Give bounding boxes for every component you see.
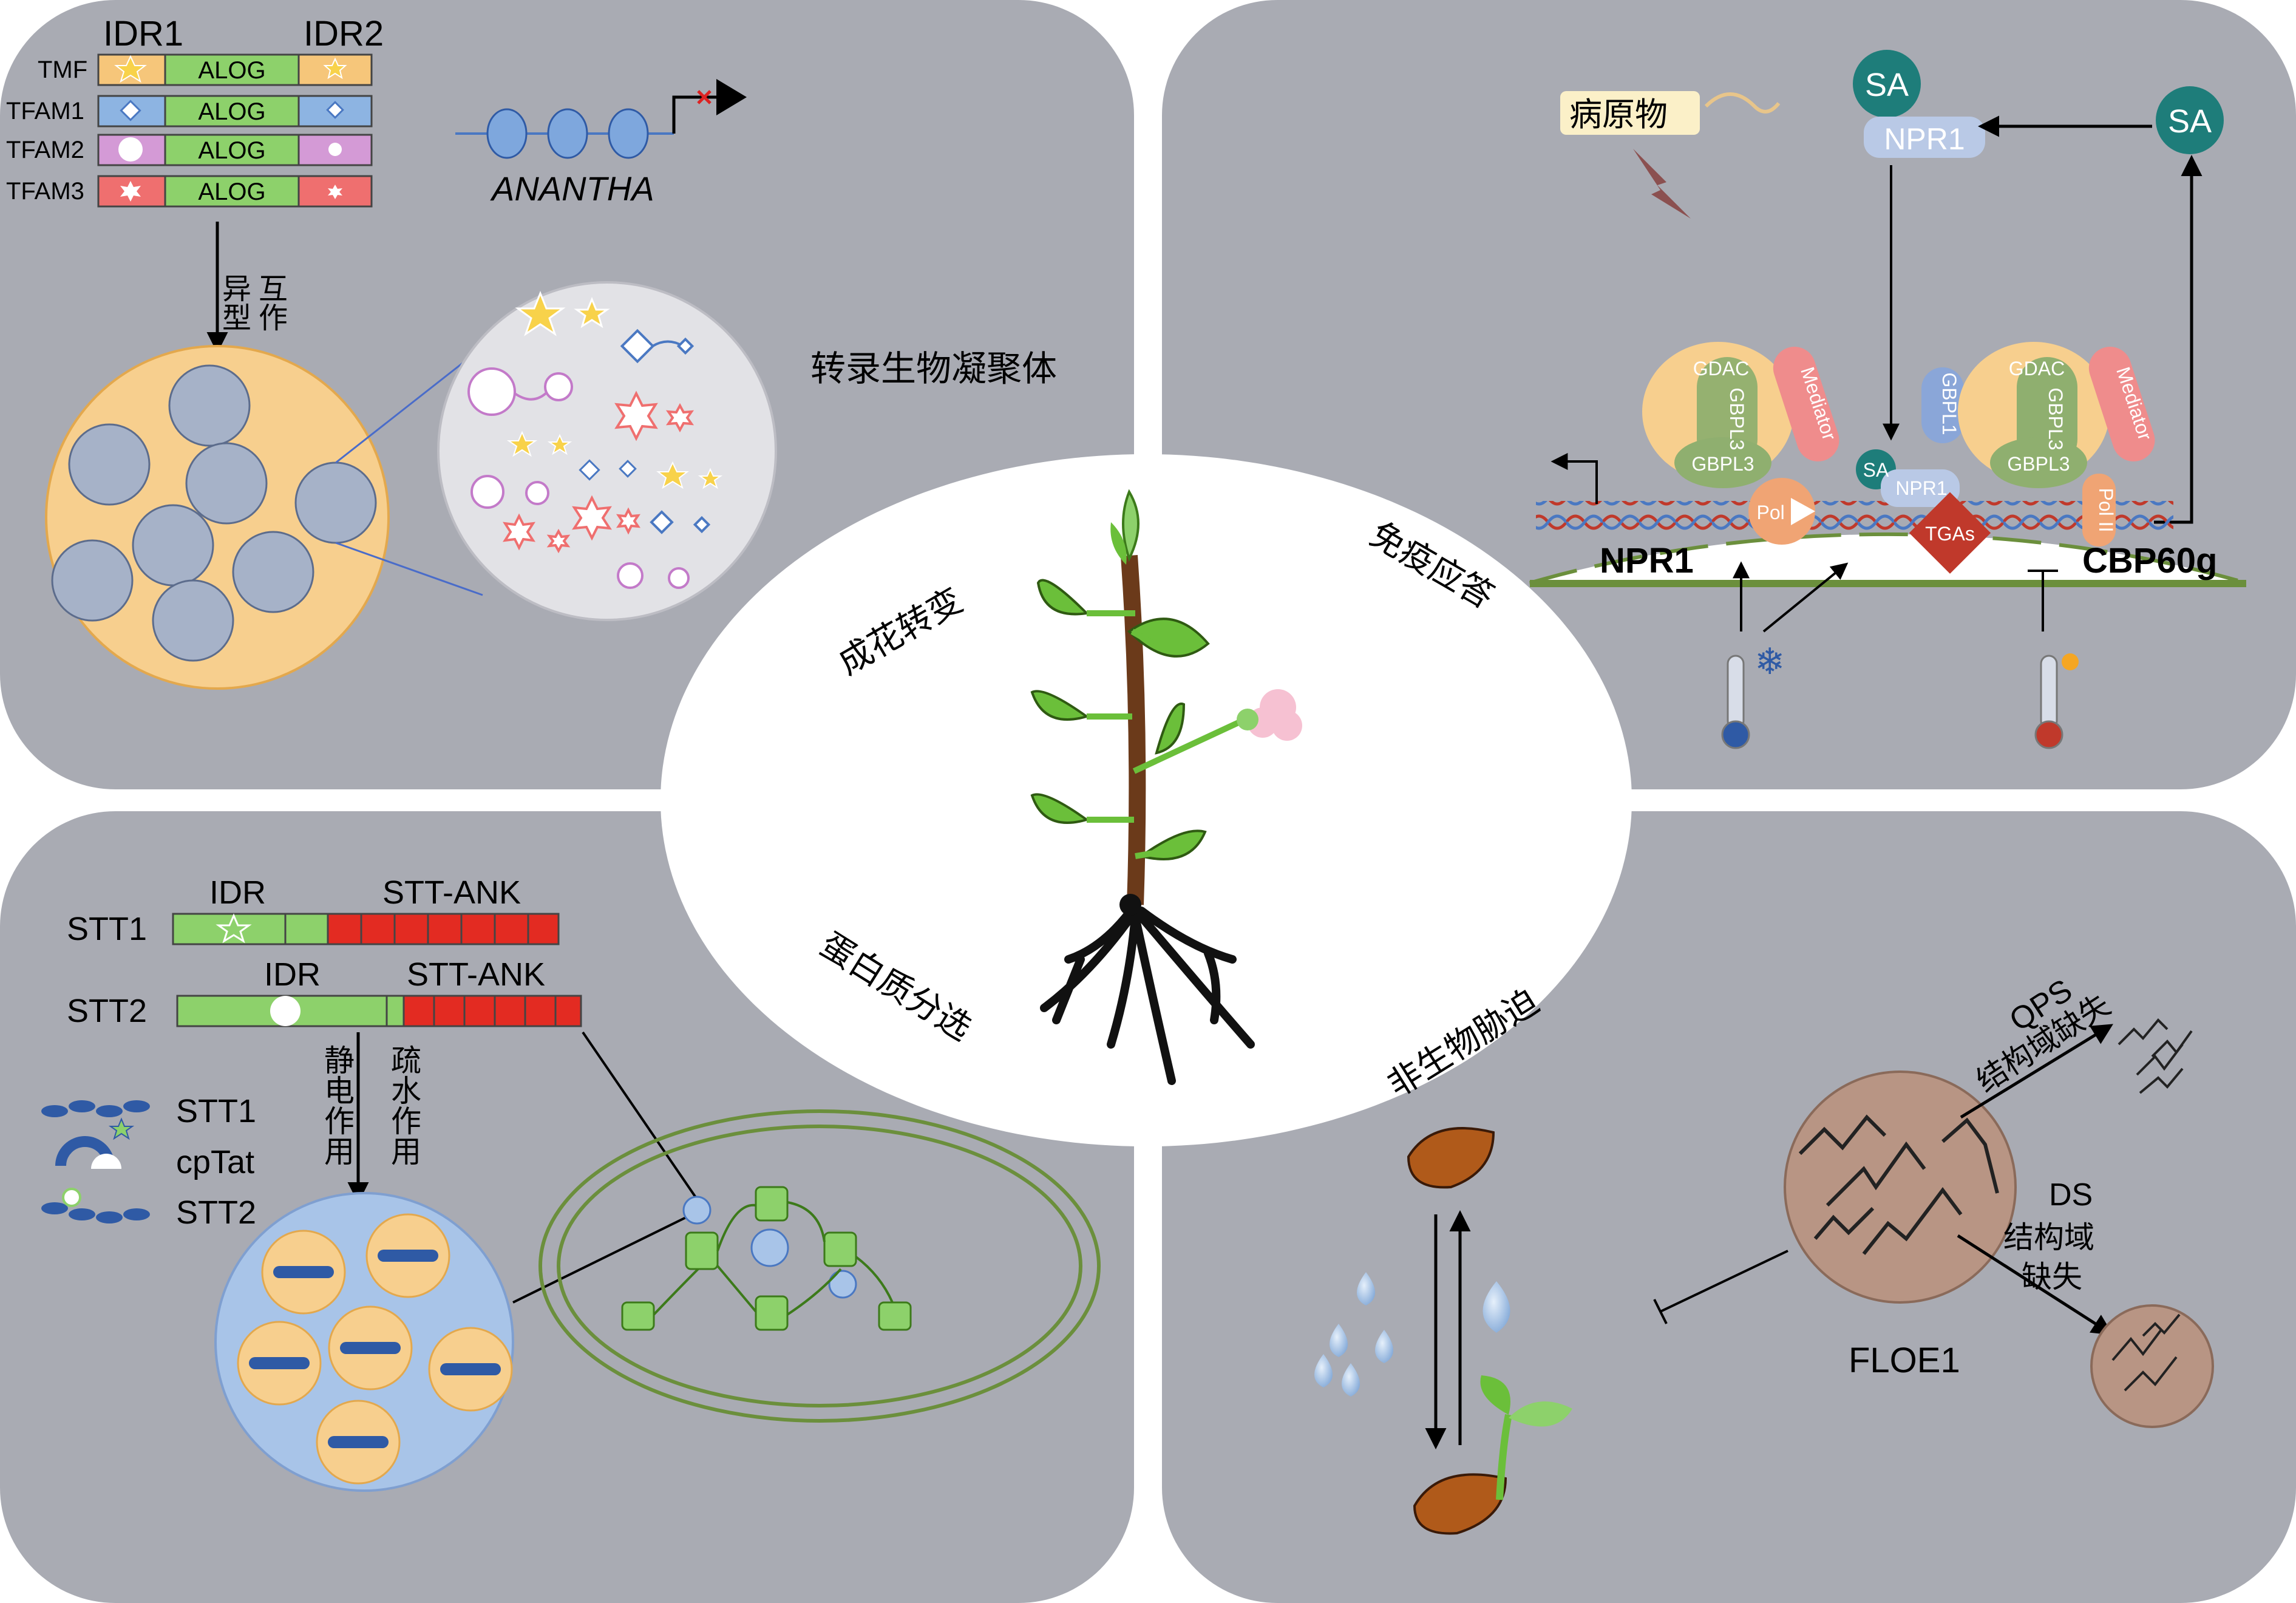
- npr1-small-label: NPR1: [1895, 477, 1947, 499]
- alog-label: ALOG: [198, 98, 265, 125]
- ank-label: STT-ANK: [382, 874, 521, 911]
- seedling-icon: [1496, 1414, 1512, 1500]
- center-ellipse: [661, 454, 1632, 1146]
- sa-small-label: SA: [1863, 459, 1889, 481]
- sorting-diagram: [41, 913, 1101, 1492]
- pathogen-label: 病原物: [1569, 95, 1668, 134]
- npr1-gene-label: NPR1: [1600, 541, 1694, 580]
- floe1-label: FLOE1: [1849, 1341, 1960, 1380]
- diamond-icon: [120, 100, 141, 121]
- condensate-label: 转录生物凝聚体: [810, 348, 1057, 389]
- sa-label: SA: [2168, 103, 2212, 140]
- gbpl3-label: GBPL3: [1691, 453, 1754, 475]
- gbpl3-label: GBPL3: [1726, 387, 1748, 450]
- stt2-label: STT2: [67, 993, 147, 1029]
- thermometer-cold-icon: [1727, 655, 1745, 730]
- zoom-circle: [437, 281, 777, 621]
- alog-label: ALOG: [198, 179, 265, 205]
- arrow-icon: [716, 79, 747, 115]
- tfam2-label: TFAM2: [6, 137, 84, 163]
- gbpl1-label: GBPL1: [1938, 372, 1960, 435]
- idr-label: IDR: [264, 956, 321, 993]
- circle-icon: [118, 137, 143, 162]
- gdac-label: GDAC: [1693, 358, 1749, 379]
- tfam1-label: TFAM1: [6, 98, 84, 124]
- gbpl3-label: GBPL3: [2045, 387, 2067, 450]
- idr2-label: IDR2: [304, 14, 384, 53]
- star-icon: [323, 57, 347, 80]
- hexstar-icon: [120, 181, 141, 202]
- sa-circle: [1853, 50, 1921, 118]
- circle-icon: [270, 996, 301, 1026]
- idr-label: IDR: [209, 874, 266, 911]
- anantha-gene: [455, 79, 747, 159]
- stt1-label: STT1: [67, 911, 147, 947]
- legend-stt1-label: STT1: [176, 1093, 256, 1129]
- ank-label: STT-ANK: [407, 956, 545, 993]
- protein-domain-diagram: [97, 53, 373, 208]
- gbpl3-label: GBPL3: [2007, 453, 2070, 475]
- legend-cptat-label: cpTat: [176, 1144, 254, 1180]
- diamond-icon: [326, 101, 344, 119]
- pathogen-box: [1560, 91, 1700, 135]
- npr1-protein-label: NPR1: [1884, 122, 1965, 156]
- snowflake-icon: ❄: [1754, 641, 1785, 683]
- arrow-label: 互作: [253, 273, 287, 332]
- cross-icon: [697, 90, 712, 104]
- seed-icon: [1413, 1473, 1507, 1535]
- flower-icon: [1237, 689, 1302, 741]
- ds-desc-label: 缺失: [2022, 1259, 2082, 1295]
- cbp60g-gene-label: CBP60g: [2082, 541, 2217, 580]
- tfam3-label: TFAM3: [6, 178, 84, 205]
- ds-desc-label: 结构域: [2003, 1220, 2094, 1255]
- force-label: 静电作用: [319, 1044, 355, 1166]
- arrow-label: 异型: [217, 273, 251, 332]
- dna-strand: [1536, 501, 2173, 531]
- npr1-protein: [1864, 117, 1985, 158]
- ds-label: DS: [2049, 1177, 2093, 1213]
- tgas-label: TGAs: [1925, 523, 1975, 545]
- immune-diagram: ❄: [1529, 50, 2247, 749]
- nuclear-condensate: [45, 345, 483, 690]
- legend-stt2-label: STT2: [176, 1194, 256, 1231]
- alog-label: ALOG: [198, 57, 265, 84]
- force-label: 疏水作用: [386, 1044, 421, 1166]
- legend-stt1-glyph: [41, 1100, 150, 1117]
- seed-icon: [1407, 1127, 1495, 1189]
- thermometer-hot-icon: [2040, 655, 2058, 730]
- sa-label: SA: [1865, 67, 1909, 103]
- star-icon: [216, 913, 252, 944]
- legend-stt2-glyph: [41, 1202, 150, 1224]
- circle-icon: [328, 143, 342, 156]
- sa-circle: [2156, 86, 2224, 154]
- tmf-label: TMF: [38, 56, 87, 83]
- pol2-label: Pol II: [2095, 488, 2117, 533]
- idr1-label: IDR1: [103, 14, 183, 53]
- lightning-icon: [1633, 149, 1691, 219]
- water-drops-icon: [1314, 1272, 1510, 1397]
- sun-icon: [2062, 653, 2079, 670]
- abiotic-diagram: [1314, 1018, 2214, 1535]
- star-icon: [114, 55, 147, 83]
- hexstar-icon: [328, 185, 342, 199]
- gene-label: ANANTHA: [490, 169, 654, 208]
- gdac-label: GDAC: [2009, 358, 2065, 379]
- alog-label: ALOG: [198, 137, 265, 164]
- pol2-label: Pol II: [1757, 502, 1801, 523]
- plant-illustration: [1030, 489, 1302, 1085]
- pathogen-icon: [1704, 92, 1781, 114]
